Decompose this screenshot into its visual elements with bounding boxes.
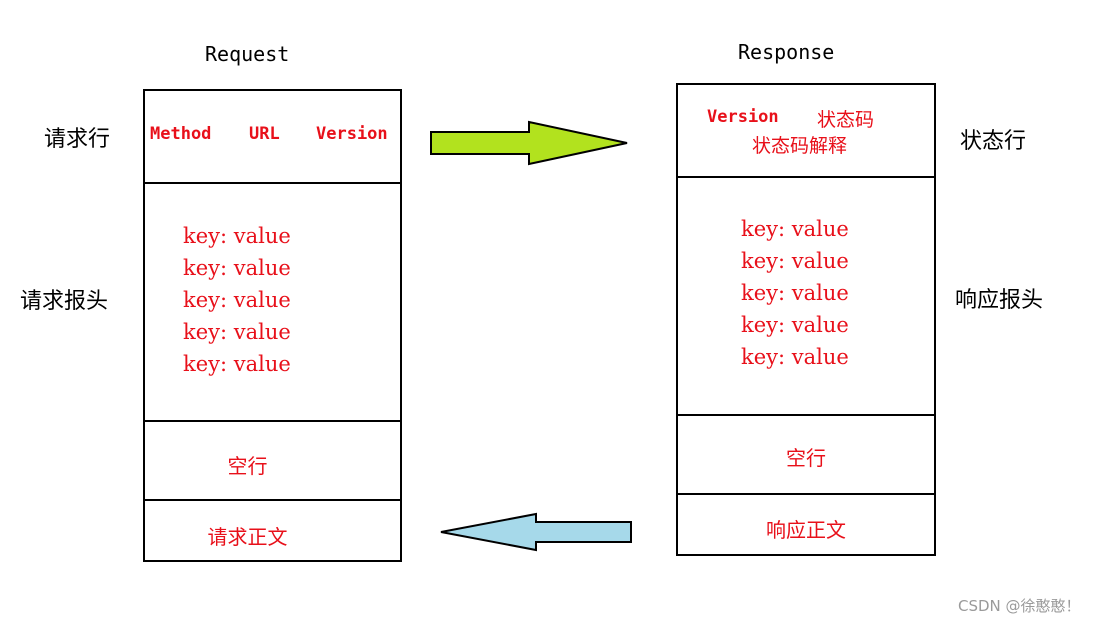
response-status-desc: 状态码解释: [752, 135, 848, 157]
response-header-item: key: value: [741, 217, 849, 241]
request-method: Method: [150, 124, 212, 144]
request-header-label: 请求报头: [20, 289, 109, 314]
request-blank-line: 空行: [227, 454, 268, 478]
request-line-section: Method URL Version: [145, 91, 400, 184]
request-title: Request: [205, 42, 290, 66]
request-header-item: key: value: [183, 352, 291, 376]
status-line-label: 状态行: [960, 129, 1027, 154]
response-header-label: 响应报头: [955, 288, 1044, 313]
response-header-item: key: value: [741, 249, 849, 273]
response-headers-section: key: value key: value key: value key: va…: [678, 176, 934, 416]
request-body: 请求正文: [207, 525, 288, 549]
request-line-label: 请求行: [44, 127, 111, 152]
response-version: Version: [707, 107, 779, 127]
response-header-item: key: value: [741, 313, 849, 337]
request-headers-section: key: value key: value key: value key: va…: [145, 182, 400, 422]
request-header-list: key: value key: value key: value key: va…: [183, 220, 291, 380]
request-blank-line-section: 空行: [145, 420, 400, 501]
response-header-item: key: value: [741, 345, 849, 369]
response-header-item: key: value: [741, 281, 849, 305]
response-blank-line-section: 空行: [678, 414, 934, 495]
request-header-item: key: value: [183, 224, 291, 248]
response-body: 响应正文: [766, 518, 846, 542]
forward-arrow-icon: [430, 120, 628, 166]
watermark: CSDN @徐憨憨！: [958, 597, 1081, 615]
response-blank-line: 空行: [786, 446, 826, 470]
response-header-list: key: value key: value key: value key: va…: [741, 213, 849, 373]
request-header-item: key: value: [183, 320, 291, 344]
response-status-code: 状态码: [817, 109, 875, 131]
request-url: URL: [249, 124, 280, 144]
request-header-item: key: value: [183, 288, 291, 312]
backward-arrow-icon: [440, 512, 632, 552]
response-body-section: 响应正文: [678, 493, 934, 554]
response-title: Response: [738, 40, 835, 64]
request-header-item: key: value: [183, 256, 291, 280]
request-body-section: 请求正文: [145, 499, 400, 560]
request-version: Version: [316, 124, 388, 144]
status-line-section: Version 状态码 状态码解释: [678, 85, 934, 178]
response-message-box: Version 状态码 状态码解释 key: value key: value …: [676, 83, 936, 556]
request-message-box: Method URL Version key: value key: value…: [143, 89, 402, 562]
